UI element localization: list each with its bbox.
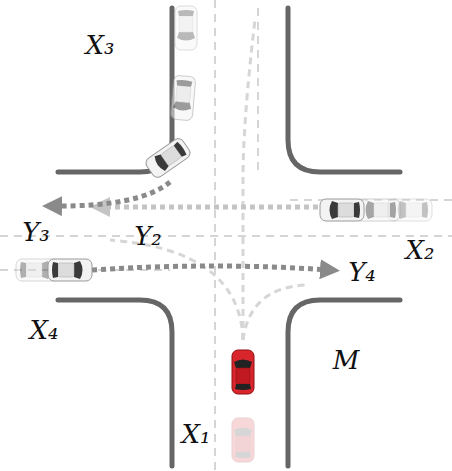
symbol-label: X₄: [30, 317, 59, 343]
ego-candidate-paths: [110, 20, 305, 340]
symbol-label: Y₂: [134, 223, 162, 249]
symbol-label: X₂: [406, 237, 435, 263]
symbol-label: X₁: [182, 421, 211, 447]
symbol-label: Y₃: [22, 219, 50, 245]
vehicle-trajectories: [52, 182, 330, 270]
symbol-label: Y₄: [348, 259, 376, 285]
road-curbs: [58, 8, 400, 466]
symbol-label: M: [333, 347, 360, 373]
vehicles: [16, 6, 432, 462]
symbol-label: X₃: [86, 32, 115, 58]
